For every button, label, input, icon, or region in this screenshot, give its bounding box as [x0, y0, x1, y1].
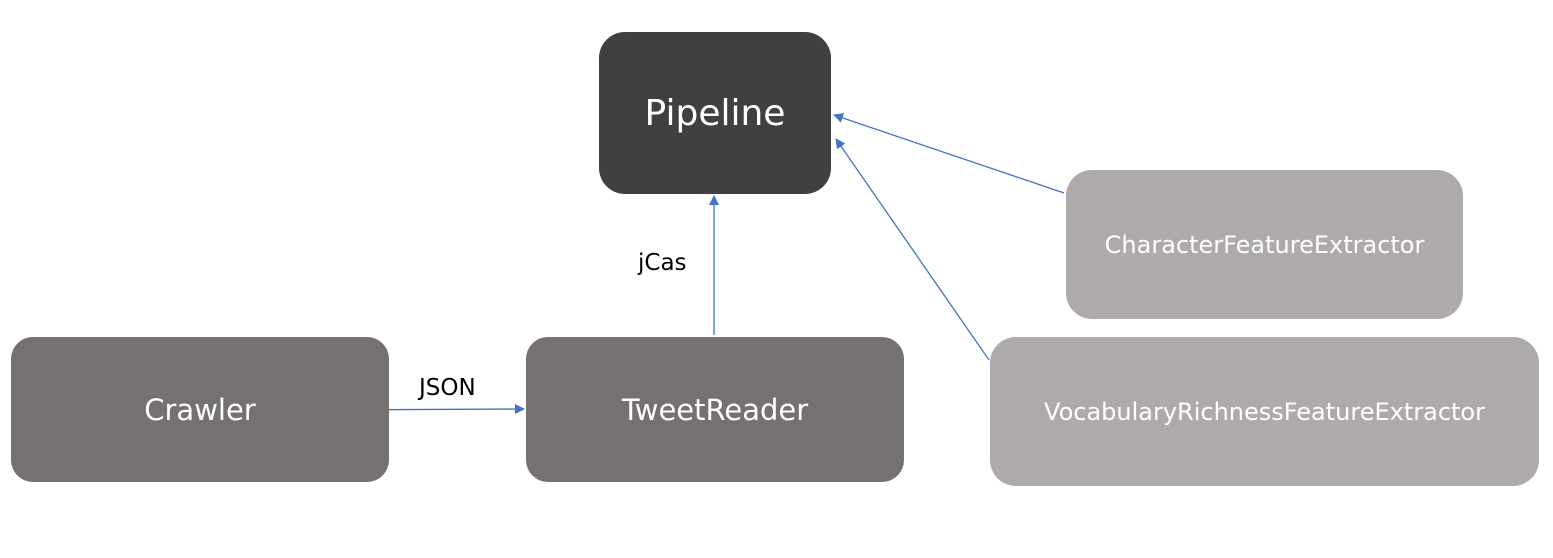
character-feature-extractor-node: CharacterFeatureExtractor — [1066, 170, 1463, 319]
edge-character-to-pipeline — [833, 113, 1065, 194]
crawler-label: Crawler — [144, 392, 256, 427]
jcas-edge-label: jCas — [638, 250, 687, 276]
pipeline-label: Pipeline — [644, 92, 786, 134]
vocabulary-richness-feature-extractor-label: VocabularyRichnessFeatureExtractor — [1044, 397, 1485, 426]
crawler-node: Crawler — [11, 337, 389, 482]
tweetreader-node: TweetReader — [526, 337, 904, 482]
json-edge-label: JSON — [419, 375, 476, 401]
pipeline-node: Pipeline — [599, 32, 831, 194]
character-feature-extractor-label: CharacterFeatureExtractor — [1104, 230, 1425, 259]
vocabulary-richness-feature-extractor-node: VocabularyRichnessFeatureExtractor — [990, 337, 1539, 486]
edge-vocabulary-to-pipeline — [835, 138, 990, 361]
tweetreader-label: TweetReader — [621, 392, 809, 427]
